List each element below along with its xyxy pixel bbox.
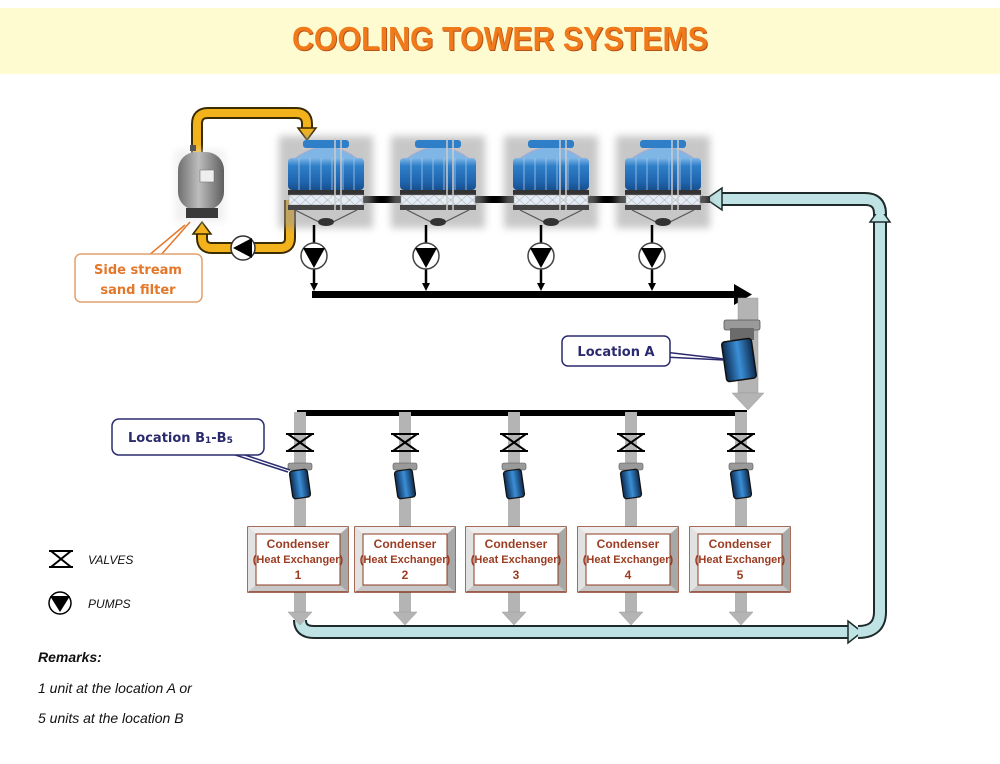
cooling-tower-4[interactable] — [616, 136, 710, 228]
location-a-callout: Location A — [561, 335, 725, 367]
side-stream-filter-callout: Side stream sand filter — [74, 221, 203, 303]
cooling-tower-3[interactable] — [504, 136, 598, 228]
title-banner — [0, 8, 1000, 74]
location-b-meter-1[interactable] — [287, 462, 313, 500]
return-arrowhead-up — [868, 206, 892, 223]
condenser-subtitle: (Heat Exchanger) — [360, 554, 451, 566]
location-a-label: Location A — [577, 345, 654, 360]
location-b-meter-3[interactable] — [501, 462, 527, 500]
condenser-subtitle: (Heat Exchanger) — [253, 554, 344, 566]
valve-icon[interactable] — [727, 433, 755, 452]
location-b-meter-5[interactable] — [728, 462, 754, 500]
condenser-number: 5 — [737, 568, 744, 582]
condenser-number: 3 — [513, 568, 520, 582]
condenser-title: Condenser — [374, 537, 437, 551]
page-title: COOLING TOWER SYSTEMS — [291, 20, 709, 57]
return-arrowhead — [847, 619, 864, 645]
distribution-header-pipe — [297, 410, 747, 416]
valve-icon[interactable] — [500, 433, 528, 452]
condenser-title: Condenser — [267, 537, 330, 551]
side-stream-loop — [191, 107, 318, 261]
filter-label-line1: Side stream — [94, 263, 182, 278]
cooling-tower-2[interactable] — [391, 136, 485, 228]
return-arrowhead-left — [704, 186, 723, 212]
valves-legend-label: VALVES — [88, 553, 133, 567]
remarks-line-2: 5 units at the location B — [38, 710, 184, 726]
tower-pump-2[interactable] — [412, 225, 440, 291]
location-b-label: Location B1-B5 — [128, 431, 233, 446]
location-b-meter-2[interactable] — [392, 462, 418, 500]
location-b-meter-4[interactable] — [618, 462, 644, 500]
tower-pump-4[interactable] — [638, 225, 666, 291]
condenser-3[interactable]: Condenser (Heat Exchanger) 3 — [465, 526, 567, 593]
location-a-meter[interactable] — [721, 319, 761, 383]
tower-pump-3[interactable] — [527, 225, 555, 291]
branch-2 — [391, 412, 419, 626]
condenser-title: Condenser — [485, 537, 548, 551]
condenser-2[interactable]: Condenser (Heat Exchanger) 2 — [354, 526, 456, 593]
pumps-legend-label: PUMPS — [88, 597, 131, 611]
branch-1 — [286, 412, 314, 626]
condenser-number: 4 — [625, 568, 632, 582]
condenser-4[interactable]: Condenser (Heat Exchanger) 4 — [577, 526, 679, 593]
condenser-1[interactable]: Condenser (Heat Exchanger) 1 — [247, 526, 349, 593]
remarks-line-1: 1 unit at the location A or — [38, 680, 192, 696]
condenser-title: Condenser — [597, 537, 660, 551]
side-loop-pump-icon[interactable] — [230, 235, 256, 261]
sand-filter[interactable] — [175, 145, 225, 222]
branch-4 — [617, 412, 645, 626]
pump-legend-icon — [48, 591, 72, 615]
valve-icon[interactable] — [391, 433, 419, 452]
condenser-5[interactable]: Condenser (Heat Exchanger) 5 — [689, 526, 791, 593]
location-b-callout: Location B1-B5 — [111, 418, 291, 473]
valve-icon[interactable] — [286, 433, 314, 452]
tower-pump-1[interactable] — [300, 225, 328, 291]
condenser-subtitle: (Heat Exchanger) — [471, 554, 562, 566]
condenser-subtitle: (Heat Exchanger) — [695, 554, 786, 566]
condenser-number: 1 — [295, 568, 302, 582]
valve-icon[interactable] — [617, 433, 645, 452]
condenser-title: Condenser — [709, 537, 772, 551]
branch-5 — [727, 412, 755, 626]
valve-legend-icon — [49, 550, 73, 568]
remarks-heading: Remarks: — [38, 649, 102, 665]
supply-main-pipe — [312, 291, 736, 298]
branch-3 — [500, 412, 528, 626]
filter-label-line2: sand filter — [100, 283, 176, 298]
cooling-tower-1[interactable] — [279, 136, 373, 228]
legend: VALVES PUMPS — [48, 550, 133, 615]
condenser-subtitle: (Heat Exchanger) — [583, 554, 674, 566]
condenser-number: 2 — [402, 568, 409, 582]
